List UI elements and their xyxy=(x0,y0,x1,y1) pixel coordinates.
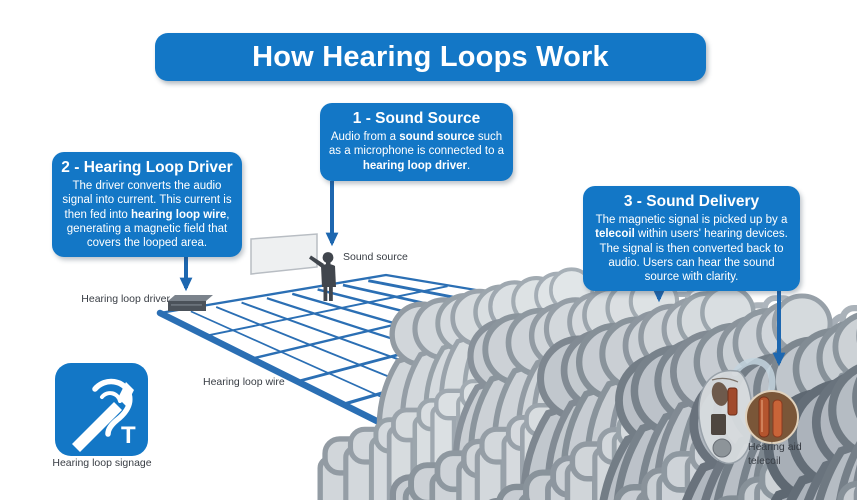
callout-title: 2 - Hearing Loop Driver xyxy=(61,159,233,176)
hearing-loop-signage-icon: T xyxy=(55,363,148,456)
callout-body: The driver converts the audio signal int… xyxy=(62,180,232,249)
callout-hearing-loop-driver: 2 - Hearing Loop Driver The driver conve… xyxy=(52,152,242,258)
callout-sound-source: 1 - Sound Source Audio from a sound sour… xyxy=(320,103,513,181)
presenter-figure xyxy=(309,252,336,301)
callout-body: Audio from a sound source such as a micr… xyxy=(328,131,505,172)
telecoil-winding xyxy=(758,396,770,438)
label-sound-source: Sound source xyxy=(343,251,408,263)
label-hearing-aid-telecoil: Hearing aid telecoil xyxy=(748,441,802,467)
callout-title: 1 - Sound Source xyxy=(352,110,481,127)
loop-driver-device xyxy=(168,295,213,311)
whiteboard xyxy=(250,233,318,275)
diagonal-band xyxy=(72,402,122,452)
label-hearing-loop-wire: Hearing loop wire xyxy=(203,376,285,388)
callout-sound-delivery: 3 - Sound Delivery The magnetic signal i… xyxy=(583,186,800,292)
callout-body: The magnetic signal is picked up by a te… xyxy=(595,214,788,283)
t-coil-letter: T xyxy=(121,422,136,449)
telecoil-inset xyxy=(745,390,799,444)
connector-arrows xyxy=(179,181,786,367)
page-title: How Hearing Loops Work xyxy=(252,40,609,73)
callout-title: 3 - Sound Delivery xyxy=(623,193,760,210)
band-tip xyxy=(118,382,134,406)
ear-icon xyxy=(92,378,133,437)
label-hearing-loop-signage: Hearing loop signage xyxy=(52,457,152,469)
label-hearing-loop-driver: Hearing loop driver xyxy=(81,293,170,305)
hearing-aid-illustration xyxy=(698,357,799,464)
title-banner: How Hearing Loops Work xyxy=(155,33,706,81)
